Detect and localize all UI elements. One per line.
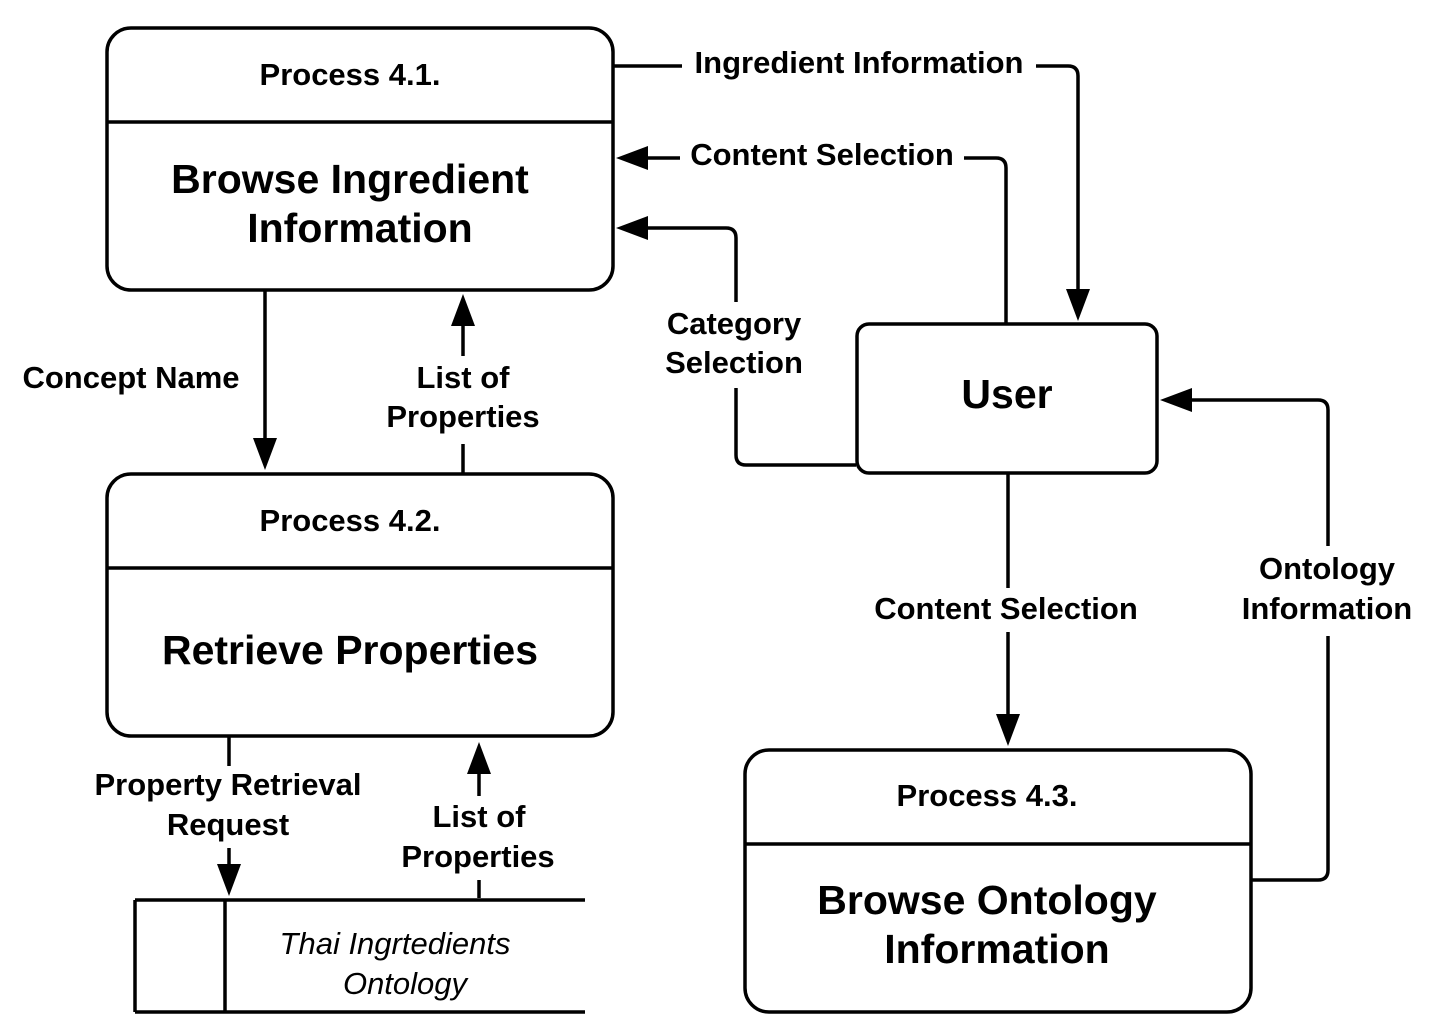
label-list-properties-lower-line1: List of [433, 799, 527, 834]
label-ingredient-information: Ingredient Information [695, 45, 1024, 80]
datastore-label-line1: Thai Ingrtedients [280, 926, 511, 961]
user-label: User [961, 371, 1052, 417]
label-ontology-information-line1: Ontology [1259, 551, 1396, 586]
label-list-properties-upper-line2: Properties [386, 399, 539, 434]
process-4-1-header: Process 4.1. [260, 57, 441, 92]
process-4-1-title-line1: Browse Ingredient [171, 156, 529, 202]
label-property-retrieval-line2: Request [167, 807, 289, 842]
label-concept-name: Concept Name [22, 360, 239, 395]
label-ontology-information-line2: Information [1242, 591, 1413, 626]
label-content-selection-top: Content Selection [690, 137, 954, 172]
label-list-properties-upper-line1: List of [417, 360, 511, 395]
process-4-1-title-line2: Information [247, 205, 472, 251]
arrowhead-to-datastore [217, 864, 241, 896]
datastore-thai-ingredients-ontology: Thai Ingrtedients Ontology [133, 898, 585, 1014]
arrowhead-to-p42 [253, 438, 277, 470]
arrowhead-to-user-right [1160, 388, 1192, 412]
arrowhead-to-p41-content [616, 146, 648, 170]
label-category-selection-line1: Category [667, 306, 802, 341]
process-4-2: Process 4.2. Retrieve Properties [105, 472, 615, 738]
process-4-3-title-line2: Information [884, 926, 1109, 972]
arrowhead-to-p42-bottom [467, 742, 491, 774]
flow-content-selection-top-line [644, 156, 1008, 323]
arrowhead-to-p41-bottom [451, 294, 475, 326]
arrowhead-to-user-top [1066, 289, 1090, 321]
datastore-label-line2: Ontology [343, 966, 470, 1001]
label-category-selection-line2: Selection [665, 345, 803, 380]
process-4-3: Process 4.3. Browse Ontology Information [743, 748, 1253, 1014]
flow-ingredient-information-line [614, 64, 1080, 296]
label-list-properties-lower-line2: Properties [401, 839, 554, 874]
arrowhead-to-p43 [996, 714, 1020, 746]
arrowhead-to-p41-category [616, 216, 648, 240]
label-property-retrieval-line1: Property Retrieval [94, 767, 361, 802]
process-4-3-header: Process 4.3. [897, 778, 1078, 813]
process-4-1: Process 4.1. Browse Ingredient Informati… [105, 26, 615, 292]
flow-ontology-information-line [1188, 398, 1330, 882]
process-4-2-header: Process 4.2. [260, 503, 441, 538]
user-entity: User [855, 322, 1159, 475]
process-4-3-title-line1: Browse Ontology [817, 877, 1157, 923]
process-4-2-title: Retrieve Properties [162, 627, 538, 673]
label-content-selection-bottom: Content Selection [874, 591, 1138, 626]
